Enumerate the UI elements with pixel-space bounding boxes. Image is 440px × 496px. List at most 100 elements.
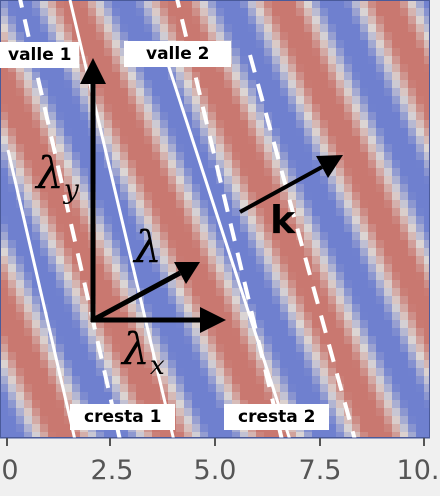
field-cell	[424, 24, 430, 33]
field-cell	[264, 8, 273, 17]
field-cell	[24, 336, 33, 345]
field-cell	[336, 144, 345, 153]
field-cell	[240, 392, 249, 401]
field-cell	[336, 8, 345, 17]
field-cell	[176, 224, 185, 233]
field-cell	[248, 72, 257, 81]
field-cell	[144, 16, 153, 25]
field-cell	[336, 296, 345, 305]
field-cell	[24, 360, 33, 369]
field-cell	[40, 160, 49, 169]
field-cell	[256, 320, 265, 329]
field-cell	[336, 304, 345, 313]
field-cell	[40, 360, 49, 369]
field-cell	[208, 208, 217, 217]
field-cell	[48, 80, 57, 89]
field-cell	[360, 368, 369, 377]
field-cell	[416, 128, 425, 137]
field-cell	[56, 352, 65, 361]
field-cell	[264, 224, 273, 233]
field-cell	[80, 16, 89, 25]
field-cell	[224, 312, 233, 321]
field-cell	[184, 280, 193, 289]
field-cell	[400, 176, 409, 185]
field-cell	[320, 360, 329, 369]
field-cell	[144, 296, 153, 305]
field-cell	[168, 376, 177, 385]
field-cell	[304, 392, 313, 401]
field-cell	[200, 376, 209, 385]
field-cell	[248, 192, 257, 201]
field-cell	[224, 384, 233, 393]
field-cell	[408, 304, 417, 313]
field-cell	[416, 48, 425, 57]
field-cell	[328, 360, 337, 369]
field-cell	[96, 160, 105, 169]
field-cell	[216, 128, 225, 137]
field-cell	[392, 384, 401, 393]
field-cell	[128, 120, 137, 129]
field-cell	[320, 384, 329, 393]
field-cell	[320, 168, 329, 177]
field-cell	[272, 64, 281, 73]
field-cell	[344, 328, 353, 337]
field-cell	[376, 216, 385, 225]
field-cell	[80, 272, 89, 281]
field-cell	[8, 208, 17, 217]
field-cell	[336, 104, 345, 113]
field-cell	[192, 312, 201, 321]
field-cell	[128, 0, 137, 9]
field-cell	[288, 312, 297, 321]
field-cell	[256, 24, 265, 33]
field-cell	[408, 320, 417, 329]
field-cell	[144, 96, 153, 105]
field-cell	[168, 104, 177, 113]
field-cell	[296, 128, 305, 137]
field-cell	[200, 328, 209, 337]
field-cell	[72, 224, 81, 233]
field-cell	[272, 104, 281, 113]
field-cell	[320, 264, 329, 273]
field-cell	[192, 32, 201, 41]
field-cell	[336, 328, 345, 337]
field-cell	[64, 88, 73, 97]
field-cell	[256, 304, 265, 313]
field-cell	[32, 184, 41, 193]
field-cell	[224, 344, 233, 353]
field-cell	[0, 168, 9, 177]
field-cell	[120, 304, 129, 313]
field-cell	[328, 384, 337, 393]
field-cell	[120, 8, 129, 17]
field-cell	[56, 112, 65, 121]
field-cell	[160, 160, 169, 169]
field-cell	[384, 152, 393, 161]
field-cell	[400, 96, 409, 105]
field-cell	[96, 24, 105, 33]
field-cell	[160, 72, 169, 81]
field-cell	[48, 256, 57, 265]
field-cell	[344, 232, 353, 241]
field-cell	[8, 224, 17, 233]
field-cell	[232, 64, 241, 73]
field-cell	[312, 336, 321, 345]
field-cell	[272, 352, 281, 361]
field-cell	[376, 176, 385, 185]
field-cell	[104, 144, 113, 153]
field-cell	[376, 232, 385, 241]
field-cell	[104, 8, 113, 17]
field-cell	[40, 288, 49, 297]
field-cell	[216, 208, 225, 217]
field-cell	[400, 200, 409, 209]
field-cell	[184, 296, 193, 305]
field-cell	[136, 216, 145, 225]
field-cell	[360, 56, 369, 65]
field-cell	[328, 224, 337, 233]
field-cell	[368, 168, 377, 177]
field-cell	[208, 336, 217, 345]
field-cell	[416, 32, 425, 41]
field-cell	[144, 280, 153, 289]
field-cell	[168, 312, 177, 321]
field-cell	[112, 360, 121, 369]
field-cell	[104, 128, 113, 137]
field-cell	[40, 112, 49, 121]
